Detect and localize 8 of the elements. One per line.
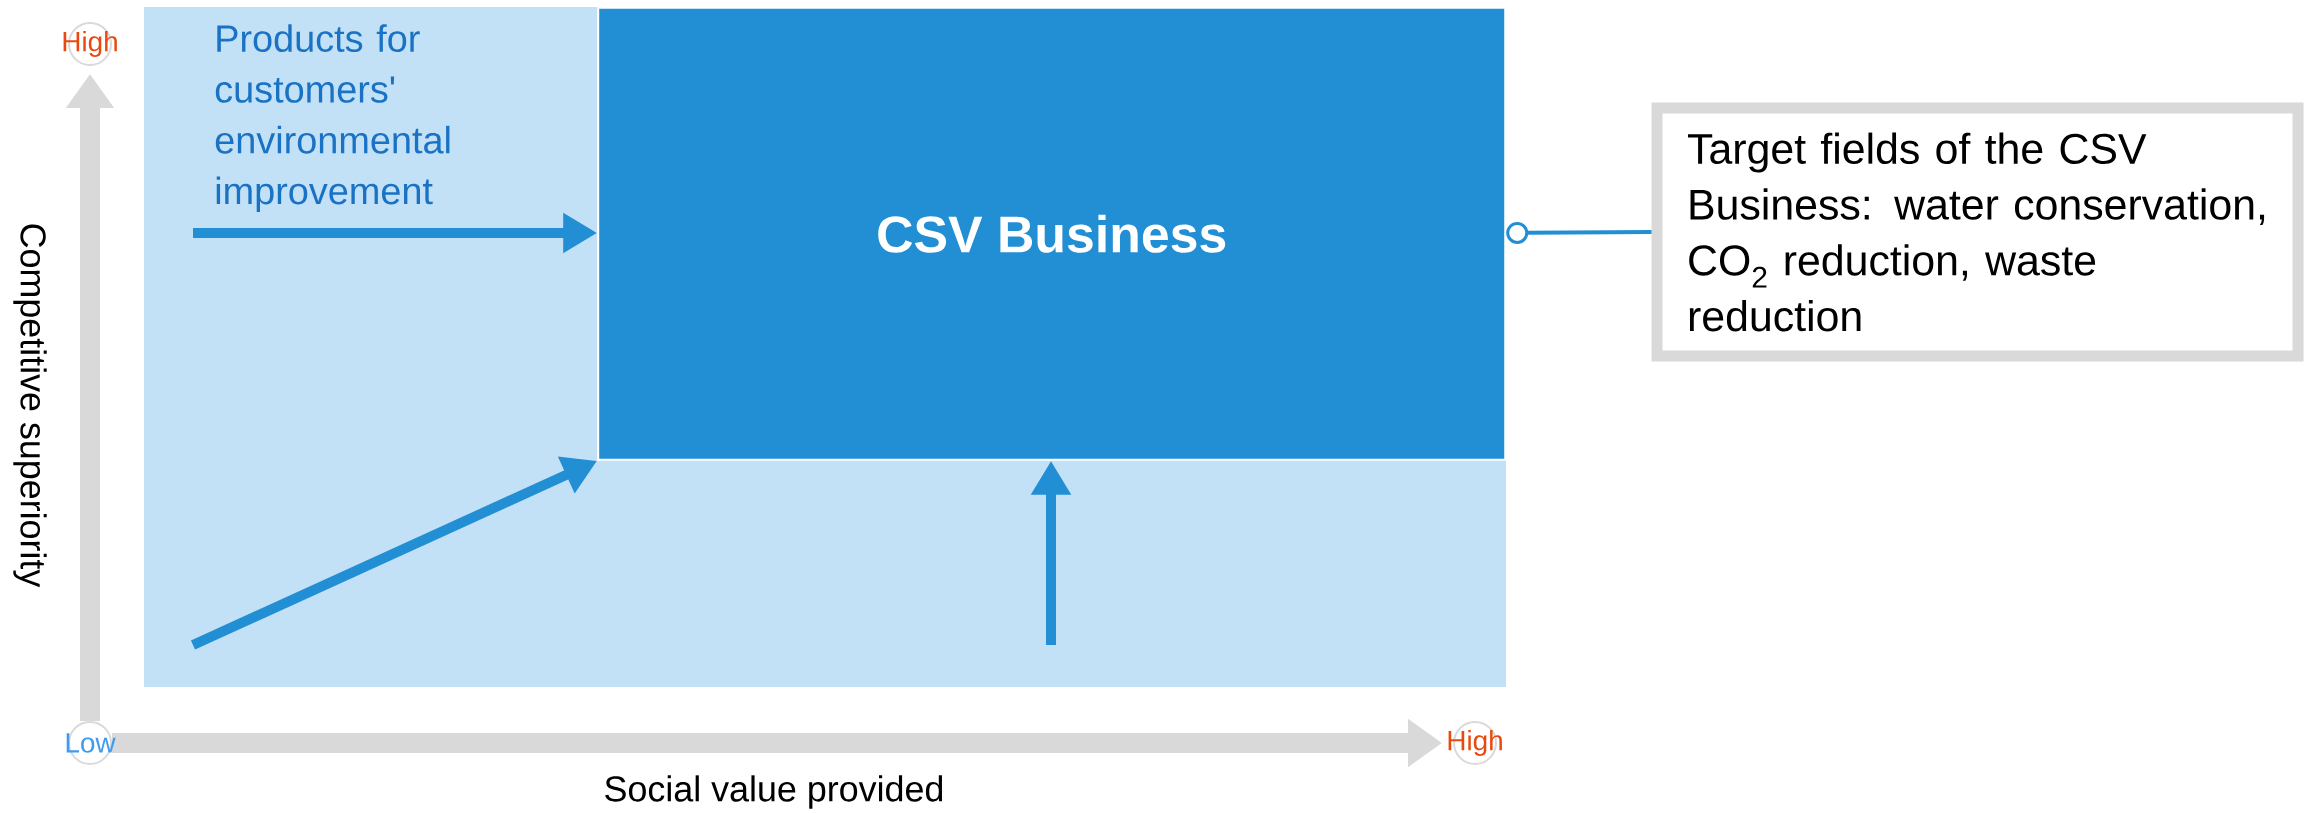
- business-box: CSV Business: [597, 6, 1507, 461]
- leader-line: [1506, 221, 1652, 244]
- axis-title: Competitive superiority: [13, 224, 47, 588]
- axis-end-label: High: [1448, 721, 1502, 765]
- axis-end-label: Low: [66, 721, 116, 765]
- callout-box: Target fields of the CSV Business: water conservation, CO$_{2}$ reduction, waste reduction: [1651, 102, 2304, 362]
- axis-title: Social value provided: [605, 775, 943, 809]
- axis-end-label: High: [63, 22, 117, 66]
